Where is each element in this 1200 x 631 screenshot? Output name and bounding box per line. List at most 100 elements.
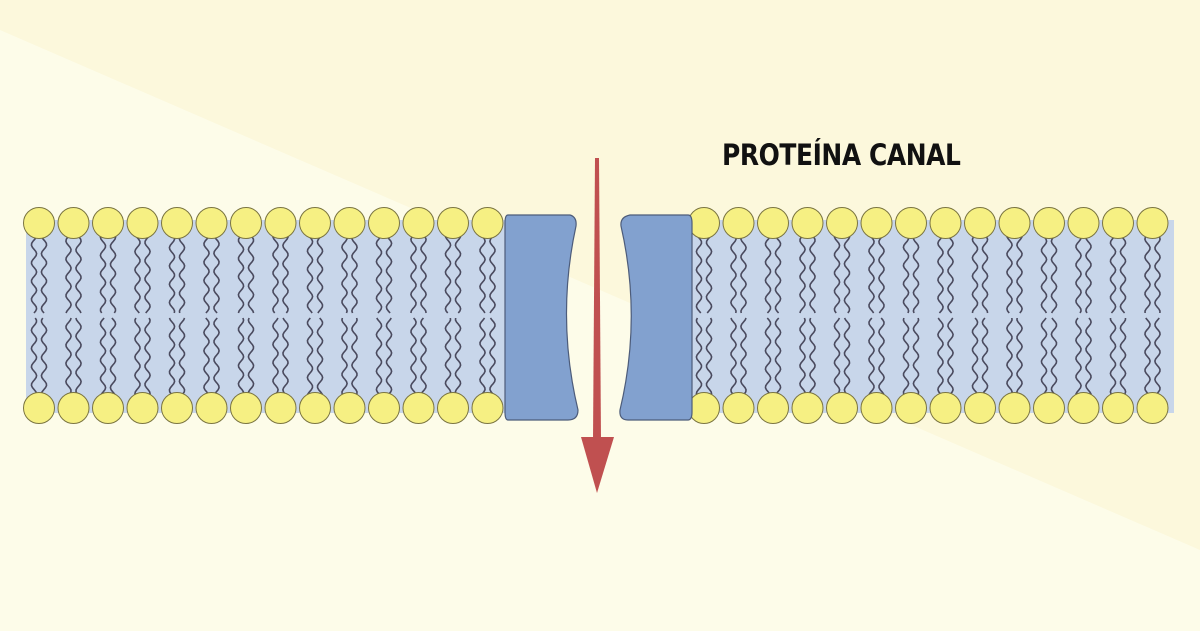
lipid-head: [161, 207, 193, 239]
lipid-tail: [306, 317, 314, 401]
lipid-tail: [912, 230, 920, 314]
lipid-tail: [774, 317, 782, 401]
lipid-tail: [1040, 317, 1048, 401]
arrow-head: [581, 437, 614, 493]
lipid-head: [1067, 207, 1100, 239]
lipid-head: [333, 207, 366, 239]
lipid-tail: [902, 230, 910, 314]
lipid-head: [998, 207, 1031, 239]
lipid-head: [230, 392, 262, 424]
lipid-tail: [444, 230, 452, 314]
lipid-tail: [99, 317, 107, 401]
lipid-tail: [306, 230, 314, 314]
lipid-head: [23, 392, 55, 424]
lipid-tail: [705, 317, 713, 401]
lipid-head: [299, 392, 331, 424]
lipid-head: [57, 207, 90, 239]
lipid-tail: [705, 230, 713, 314]
membrane-band-left: [26, 220, 506, 413]
lipid-tail: [1016, 317, 1023, 401]
lipid-head: [230, 207, 262, 239]
lipid-tail: [1016, 230, 1023, 314]
lipid-tail: [1085, 317, 1092, 401]
lipid-tail: [109, 230, 117, 314]
lipid-tail: [971, 317, 979, 401]
lipid-tail: [1144, 230, 1151, 314]
lipid-head: [826, 207, 858, 239]
lipid-head: [860, 392, 893, 424]
lipid-head: [1067, 392, 1100, 424]
lipid-tail: [1085, 230, 1092, 314]
lipid-tail: [341, 230, 348, 314]
lipid-tail: [385, 230, 393, 314]
lipid-head: [161, 392, 193, 424]
lipid-tail: [1109, 230, 1117, 314]
lipid-tail: [351, 230, 358, 314]
lipid-tail: [65, 317, 72, 401]
lipid-tail: [1050, 317, 1058, 401]
lipid-tail: [375, 230, 383, 314]
lipid-tail: [410, 317, 417, 401]
lipid-tail: [479, 317, 486, 401]
lipid-tail: [799, 317, 806, 401]
lipid-head: [437, 392, 469, 424]
lipid-tail: [740, 317, 747, 401]
channel-protein-label: PROTEÍNA CANAL: [722, 138, 961, 172]
lipid-head: [437, 207, 469, 239]
lipid-head: [929, 392, 962, 424]
lipid-head: [1033, 207, 1065, 239]
lipid-tail: [695, 317, 703, 401]
lipid-tail: [479, 230, 486, 314]
lipid-tail: [213, 317, 220, 401]
lipid-tail: [65, 230, 72, 314]
lipid-tail: [1119, 230, 1127, 314]
lipid-head: [195, 207, 228, 239]
lipid-tail: [385, 317, 393, 401]
lipid-head: [92, 392, 124, 424]
lipid-head: [964, 207, 996, 239]
lipid-tail: [764, 230, 772, 314]
lipid-tail: [420, 230, 427, 314]
lipid-head: [92, 207, 124, 239]
lipid-tail: [178, 230, 186, 314]
lipid-tail: [272, 230, 279, 314]
lipid-tail: [213, 230, 220, 314]
lipid-head: [471, 207, 504, 239]
lipid-head: [1033, 392, 1065, 424]
lipid-head: [1136, 392, 1169, 424]
lipid-tail: [1075, 317, 1082, 401]
lipid-head: [757, 392, 789, 424]
lipid-tail: [1154, 230, 1161, 314]
lipid-tail: [375, 317, 383, 401]
lipid-tail: [40, 230, 48, 314]
lipid-tail: [981, 230, 989, 314]
lipid-head: [264, 392, 297, 424]
lipid-head: [791, 392, 824, 424]
lipid-head: [722, 392, 755, 424]
lipid-tail: [1075, 230, 1082, 314]
lipid-tail: [351, 317, 358, 401]
lipid-tail: [454, 317, 462, 401]
lipid-tail: [730, 317, 737, 401]
lipid-head: [791, 207, 824, 239]
lipid-tail: [947, 317, 954, 401]
arrow-shaft: [593, 158, 601, 440]
lipid-tails: [30, 230, 1161, 401]
lipid-heads: [23, 207, 1169, 424]
lipid-tail: [809, 230, 816, 314]
lipid-tail: [809, 317, 816, 401]
lipid-tail: [764, 317, 772, 401]
lipid-tail: [444, 317, 452, 401]
lipid-head: [895, 392, 927, 424]
lipid-head: [1102, 207, 1134, 239]
lipid-tail: [454, 230, 462, 314]
lipid-tail: [420, 317, 427, 401]
lipid-tail: [937, 317, 944, 401]
lipid-tail: [1006, 317, 1013, 401]
lipid-head: [368, 392, 400, 424]
lipid-tail: [1050, 230, 1058, 314]
lipid-tail: [237, 230, 245, 314]
lipid-tail: [1144, 317, 1151, 401]
lipid-tail: [1006, 230, 1013, 314]
